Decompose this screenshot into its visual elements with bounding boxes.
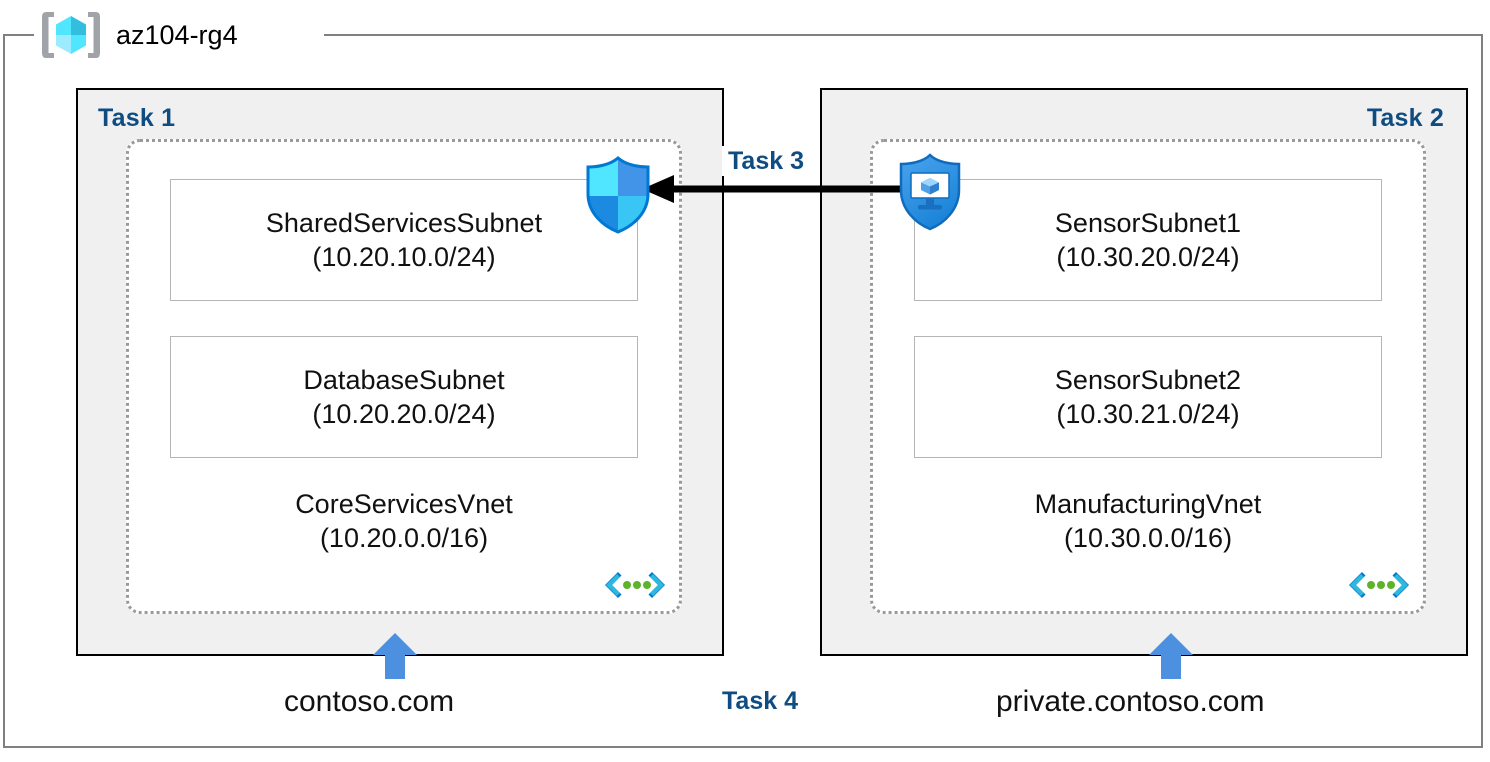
left-arrow-icon: [640, 172, 908, 206]
subnet-name: SensorSubnet1: [1054, 207, 1242, 238]
subnet-name: DatabaseSubnet: [303, 364, 505, 395]
subnet-database: DatabaseSubnet (10.20.20.0/24): [170, 336, 638, 458]
subnet-sensor-2: SensorSubnet2 (10.30.21.0/24): [914, 336, 1382, 458]
subnet-cidr: (10.30.21.0/24): [1056, 399, 1240, 429]
vnet-cidr: (10.30.0.0/16): [1063, 523, 1233, 554]
code-brackets-dots-icon: [1345, 565, 1413, 605]
vnet-label: ManufacturingVnet (10.30.0.0/16): [873, 487, 1423, 556]
task-3-label: Task 3: [722, 146, 810, 176]
subnet-shared-services: SharedServicesSubnet (10.20.10.0/24): [170, 179, 638, 301]
subnet-name: SensorSubnet2: [1054, 364, 1242, 395]
subnet-sensor-1: SensorSubnet1 (10.30.20.0/24): [914, 179, 1382, 301]
code-brackets-dots-icon: [601, 565, 669, 605]
subnet-name: SharedServicesSubnet: [265, 207, 543, 238]
resource-group-header: az104-rg4: [40, 8, 238, 62]
up-arrow-icon: [1148, 632, 1194, 680]
up-arrow-icon: [372, 632, 418, 680]
task-1-label: Task 1: [98, 104, 176, 132]
vnet-core-services: SharedServicesSubnet (10.20.10.0/24) Dat…: [126, 139, 682, 614]
subnet-cidr: (10.30.20.0/24): [1056, 242, 1240, 272]
vnet-label: CoreServicesVnet (10.20.0.0/16): [129, 487, 679, 556]
vnet-name: ManufacturingVnet: [1034, 489, 1262, 519]
shield-icon: [583, 156, 653, 234]
subnet-cidr: (10.20.10.0/24): [312, 242, 496, 272]
task-panel-1: Task 1 SharedServicesSubnet (10.20.10.0/…: [76, 88, 724, 656]
vnet-manufacturing: SensorSubnet1 (10.30.20.0/24) SensorSubn…: [870, 139, 1426, 614]
vnet-name: CoreServicesVnet: [295, 489, 513, 519]
shield-virtual-machine-icon: [897, 153, 963, 231]
task-2-label: Task 2: [1366, 104, 1444, 132]
azure-resource-group-cube-icon: [40, 9, 102, 61]
resource-group-name: az104-rg4: [116, 19, 238, 50]
dns-zone-label-right: private.contoso.com: [996, 685, 1265, 718]
task-4-label: Task 4: [722, 687, 798, 715]
vnet-cidr: (10.20.0.0/16): [319, 523, 489, 554]
subnet-cidr: (10.20.20.0/24): [312, 399, 496, 429]
dns-zone-label-left: contoso.com: [284, 685, 455, 718]
